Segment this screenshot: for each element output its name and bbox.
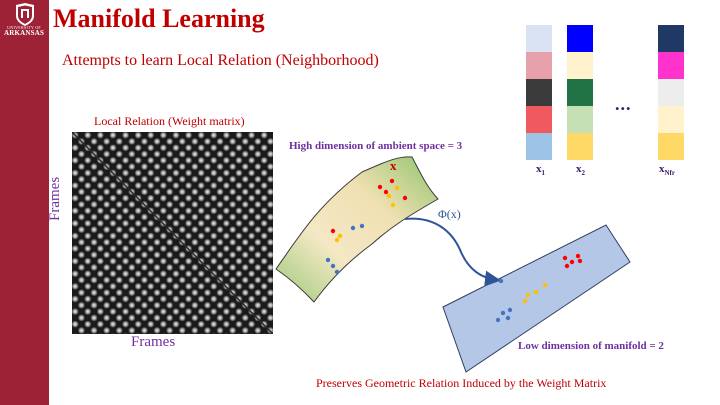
feature-vector-1	[526, 25, 552, 160]
feature-vector-subscript: Nfr	[664, 169, 676, 178]
feature-vector-subscript: 1	[541, 169, 546, 178]
sidebar-band: UNIVERSITY OF ARKANSAS	[0, 0, 49, 405]
logo-wordmark: UNIVERSITY OF ARKANSAS	[1, 26, 47, 37]
feature-vector-subscript: 2	[581, 169, 586, 178]
vector-cell	[658, 25, 684, 52]
vector-cell	[567, 25, 593, 52]
flat-manifold-plane	[442, 224, 631, 373]
curved-manifold-surface	[275, 156, 439, 303]
feature-vector-3	[658, 25, 684, 160]
slide-subtitle: Attempts to learn Local Relation (Neighb…	[62, 52, 379, 69]
footer-caption: Preserves Geometric Relation Induced by …	[316, 376, 607, 390]
vector-cell	[567, 133, 593, 160]
vector-cell	[526, 25, 552, 52]
vector-cell	[658, 106, 684, 133]
logo-line2: ARKANSAS	[3, 29, 45, 37]
feature-vector-symbol: x	[659, 163, 665, 175]
feature-vector-2	[567, 25, 593, 160]
vector-cell	[567, 79, 593, 106]
vector-cell	[526, 79, 552, 106]
vector-cell	[567, 52, 593, 79]
low-dimension-label: Low dimension of manifold = 2	[518, 340, 664, 352]
logo-line1: UNIVERSITY OF	[7, 25, 41, 30]
plane-points	[495, 253, 583, 323]
frames-x-label: Frames	[131, 334, 176, 350]
high-dimension-label: High dimension of ambient space = 3	[289, 140, 463, 152]
weight-matrix-heatmap	[72, 132, 273, 334]
vector-cell	[526, 52, 552, 79]
vector-cell	[567, 106, 593, 133]
vector-cell	[526, 133, 552, 160]
ellipsis: ...	[615, 94, 632, 114]
university-logo	[16, 3, 34, 26]
slide-title: Manifold Learning	[53, 4, 265, 33]
mapping-phi-label: Φ(x)	[438, 207, 461, 221]
point-x-marker: x	[390, 158, 397, 173]
vector-cell	[658, 133, 684, 160]
surface-points	[325, 178, 408, 275]
feature-vector-symbol: x	[576, 163, 582, 175]
vector-cell	[658, 79, 684, 106]
feature-vector-label: x1	[536, 163, 545, 177]
feature-vector-label: x2	[576, 163, 585, 177]
feature-vector-symbol: x	[536, 163, 542, 175]
feature-vector-label: xNfr	[659, 163, 675, 177]
vector-cell	[526, 106, 552, 133]
weight-matrix-label: Local Relation (Weight matrix)	[94, 114, 245, 128]
mapping-arrow	[404, 217, 501, 287]
vector-cell	[658, 52, 684, 79]
